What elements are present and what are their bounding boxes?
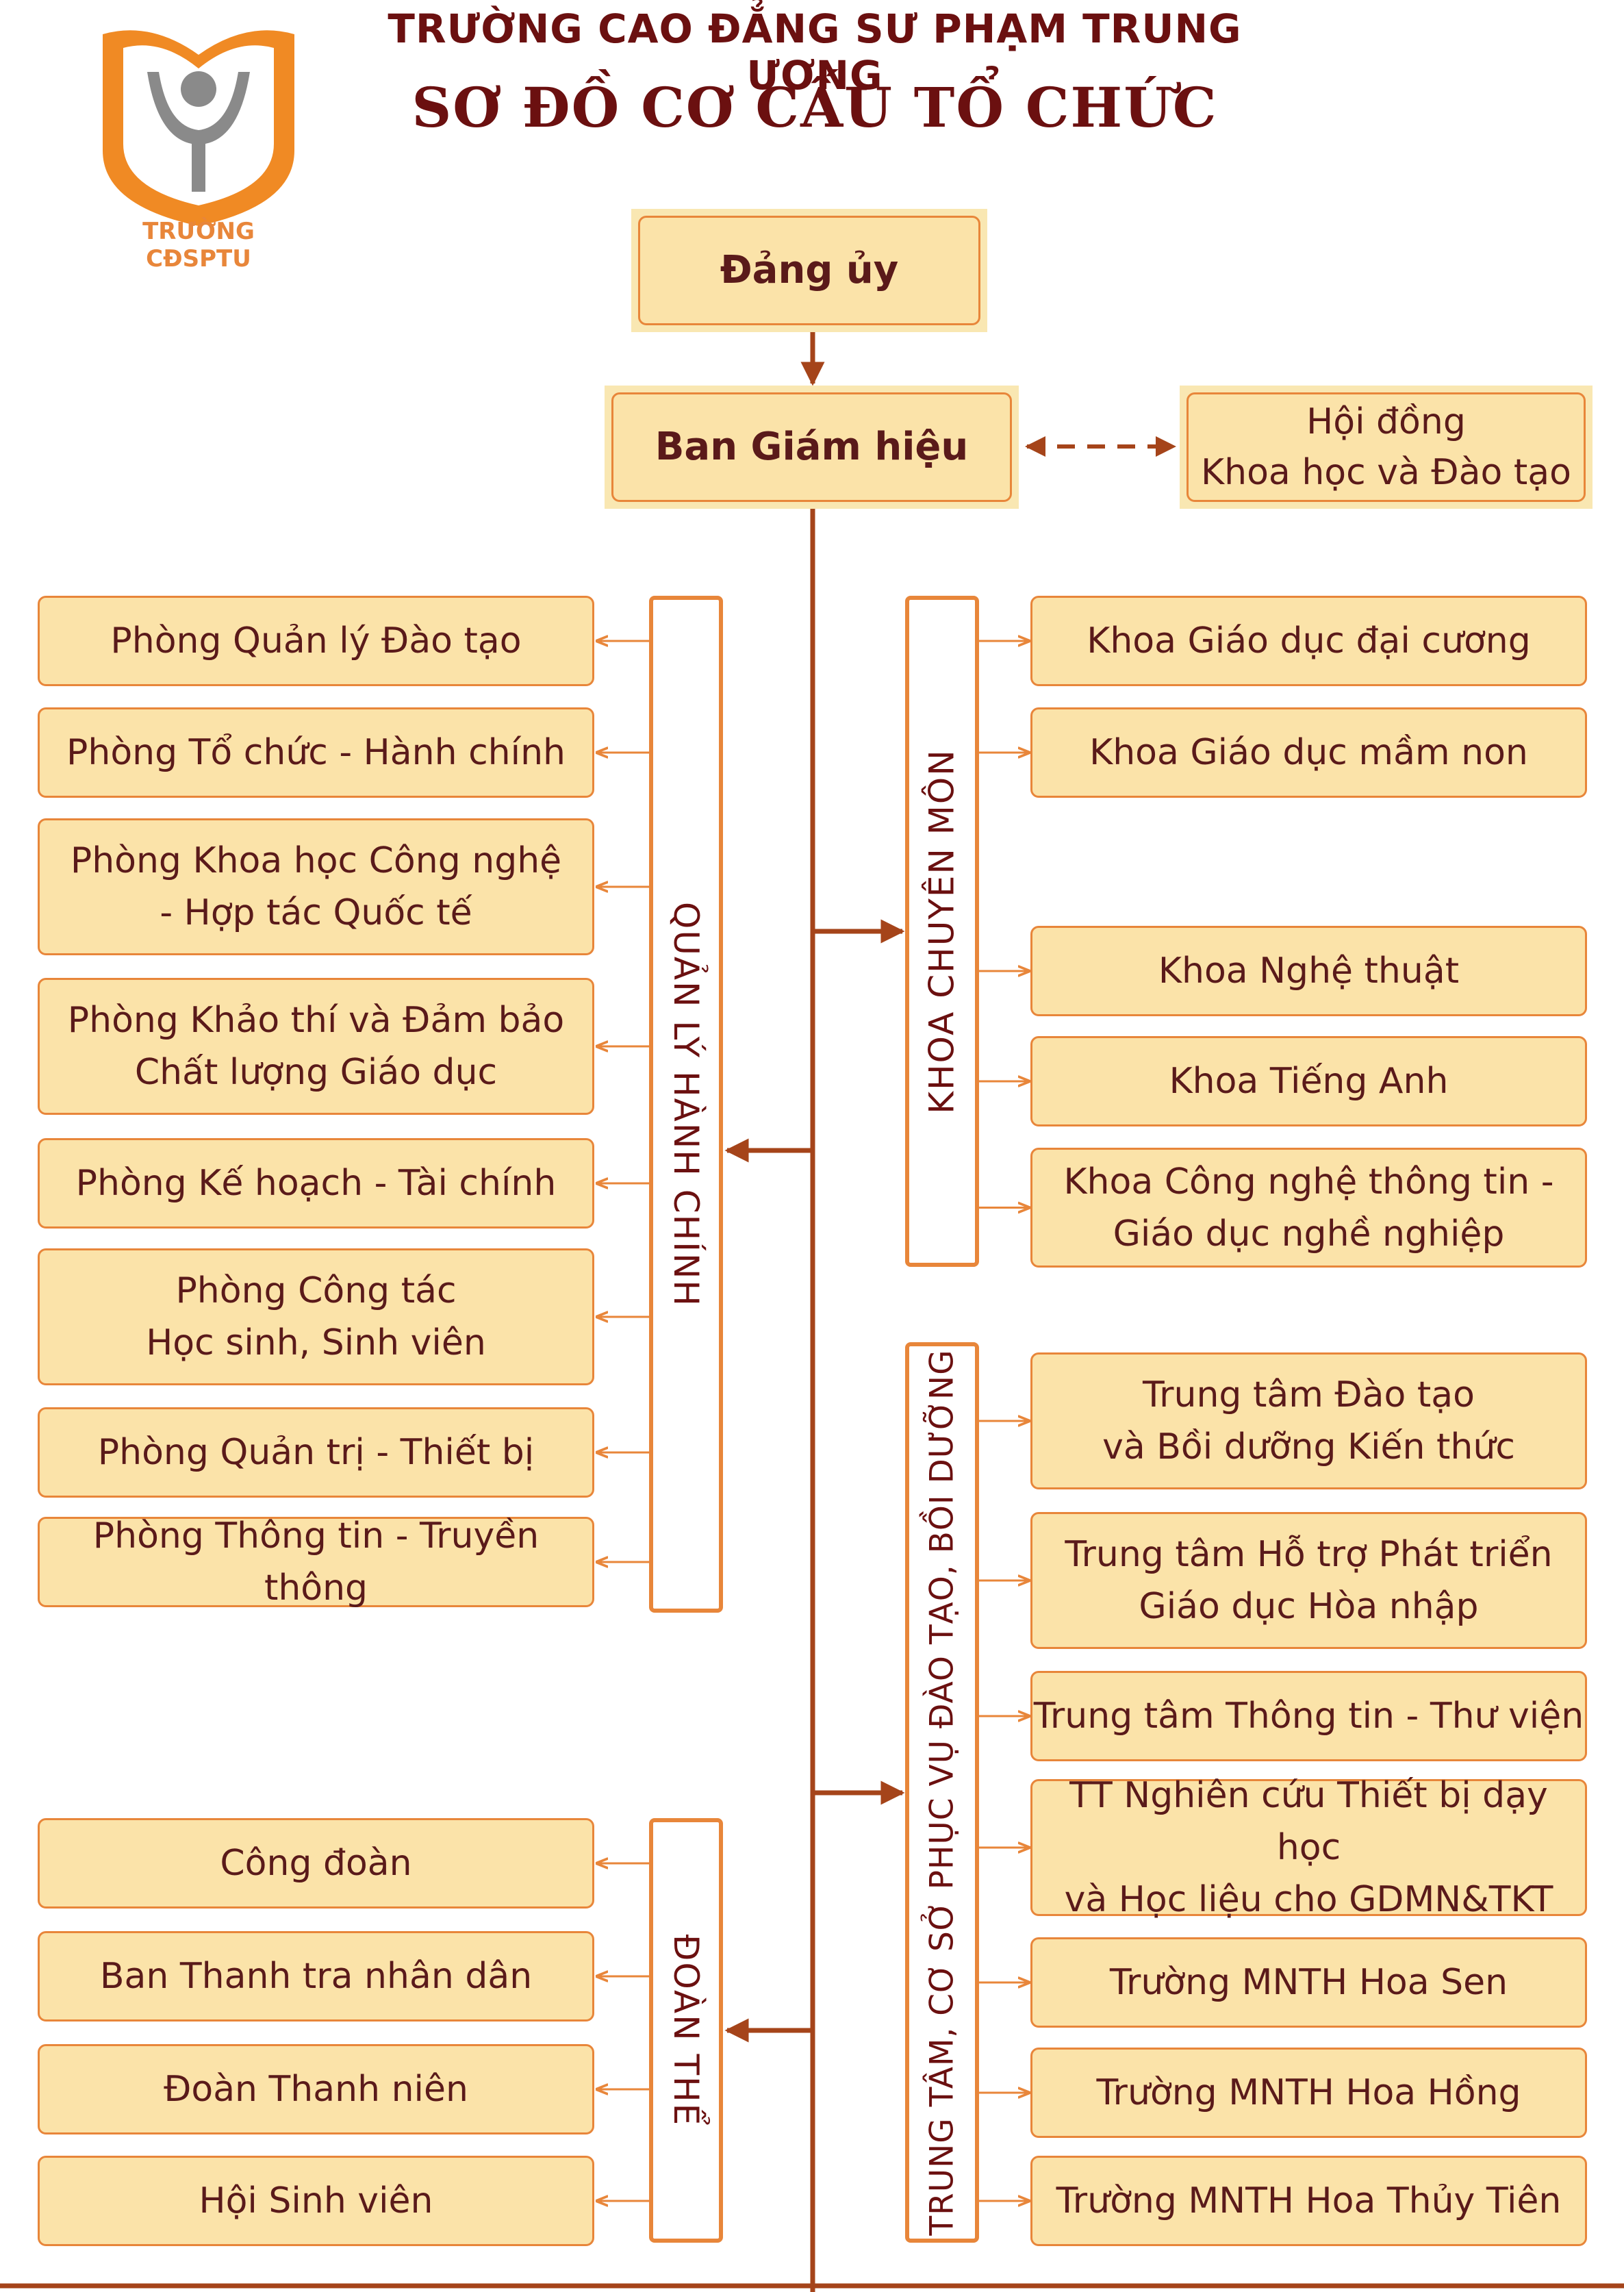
party-label: Đảng ủy	[720, 248, 899, 292]
union-unit-box: Công đoàn	[38, 1818, 594, 1909]
faculty-unit-label: Khoa Giáo dục đại cương	[1087, 620, 1531, 662]
centers-group-label: TRUNG TÂM, CƠ SỞ PHỤC VỤ ĐÀO TẠO, BỒI DƯ…	[923, 1349, 961, 2236]
union-unit-label: Ban Thanh tra nhân dân	[99, 1956, 533, 1997]
faculty-group-bracket: KHOA CHUYÊN MÔN	[905, 596, 979, 1267]
faculty-unit-box: Khoa Nghệ thuật	[1030, 926, 1587, 1016]
school-name: TRƯỜNG CAO ĐẲNG SƯ PHẠM TRUNG ƯƠNG	[388, 5, 1242, 99]
faculty-unit-label: Khoa Công nghệ thông tin - Giáo dục nghề…	[1063, 1161, 1554, 1255]
faculty-unit-box: Khoa Công nghệ thông tin - Giáo dục nghề…	[1030, 1148, 1587, 1268]
centers-group-bracket: TRUNG TÂM, CƠ SỞ PHỤC VỤ ĐÀO TẠO, BỒI DƯ…	[905, 1342, 979, 2243]
faculty-unit-box: Khoa Giáo dục mầm non	[1030, 707, 1587, 798]
faculty-unit-label: Khoa Tiếng Anh	[1169, 1061, 1449, 1102]
center-unit-label: Trường MNTH Hoa Hồng	[1096, 2072, 1521, 2113]
council-box: Hội đồng Khoa học và Đào tạo	[1187, 392, 1586, 502]
center-unit-label: Trung tâm Hỗ trợ Phát triển Giáo dục Hòa…	[1065, 1534, 1553, 1627]
admin-unit-label: Phòng Khoa học Công nghệ - Hợp tác Quốc …	[70, 840, 562, 933]
logo-caption: TRƯỜNG CĐSPTU	[142, 218, 255, 273]
admin-unit-box: Phòng Tổ chức - Hành chính	[38, 707, 594, 798]
center-unit-label: Trường MNTH Hoa Thủy Tiên	[1056, 2180, 1562, 2221]
admin-unit-box: Phòng Công tác Học sinh, Sinh viên	[38, 1248, 594, 1385]
center-unit-box: TT Nghiên cứu Thiết bị dạy học và Học li…	[1030, 1775, 1587, 1920]
council-box-wrap: Hội đồng Khoa học và Đào tạo	[1180, 386, 1593, 509]
admin-unit-box: Phòng Quản trị - Thiết bị	[38, 1407, 594, 1498]
center-unit-label: Trung tâm Thông tin - Thư viện	[1033, 1696, 1584, 1737]
union-unit-box: Ban Thanh tra nhân dân	[38, 1931, 594, 2022]
admin-unit-label: Phòng Quản lý Đào tạo	[110, 620, 522, 662]
faculty-unit-label: Khoa Giáo dục mầm non	[1089, 732, 1528, 773]
admin-unit-label: Phòng Công tác Học sinh, Sinh viên	[146, 1270, 486, 1363]
faculty-group-label: KHOA CHUYÊN MÔN	[922, 748, 962, 1114]
faculty-unit-box: Khoa Tiếng Anh	[1030, 1036, 1587, 1126]
admin-group-bracket: QUẢN LÝ HÀNH CHÍNH	[649, 596, 723, 1613]
unions-group-label: ĐOÀN THỂ	[666, 1934, 707, 2127]
center-unit-box: Trung tâm Đào tạo và Bồi dưỡng Kiến thức	[1030, 1352, 1587, 1489]
center-unit-box: Trung tâm Hỗ trợ Phát triển Giáo dục Hòa…	[1030, 1512, 1587, 1649]
admin-group-label: QUẢN LÝ HÀNH CHÍNH	[666, 901, 706, 1307]
admin-unit-box: Phòng Quản lý Đào tạo	[38, 596, 594, 686]
school-logo-icon	[103, 30, 294, 227]
union-unit-label: Công đoàn	[220, 1843, 412, 1884]
center-unit-label: TT Nghiên cứu Thiết bị dạy học và Học li…	[1064, 1775, 1553, 1920]
admin-unit-label: Phòng Quản trị - Thiết bị	[97, 1432, 535, 1473]
admin-unit-label: Phòng Khảo thí và Đảm bảo Chất lượng Giá…	[67, 1000, 565, 1093]
unit-arrows	[597, 641, 1029, 2201]
center-unit-box: Trung tâm Thông tin - Thư viện	[1030, 1671, 1587, 1761]
faculty-unit-label: Khoa Nghệ thuật	[1158, 950, 1460, 992]
admin-unit-label: Phòng Thông tin - Truyền thông	[92, 1515, 540, 1609]
admin-unit-box: Phòng Khoa học Công nghệ - Hợp tác Quốc …	[38, 818, 594, 955]
admin-unit-label: Phòng Tổ chức - Hành chính	[66, 732, 566, 773]
center-unit-label: Trường MNTH Hoa Sen	[1109, 1962, 1508, 2003]
party-box: Đảng ủy	[638, 216, 980, 325]
unions-group-bracket: ĐOÀN THỂ	[649, 1818, 723, 2243]
council-label: Hội đồng Khoa học và Đào tạo	[1201, 401, 1571, 493]
party-box-wrap: Đảng ủy	[631, 209, 987, 332]
union-unit-box: Đoàn Thanh niên	[38, 2044, 594, 2134]
admin-unit-box: Phòng Kế hoạch - Tài chính	[38, 1138, 594, 1229]
board-label: Ban Giám hiệu	[655, 425, 969, 469]
union-unit-box: Hội Sinh viên	[38, 2156, 594, 2246]
center-unit-label: Trung tâm Đào tạo và Bồi dưỡng Kiến thức	[1102, 1374, 1515, 1468]
board-box-wrap: Ban Giám hiệu	[605, 386, 1019, 509]
union-unit-label: Hội Sinh viên	[199, 2180, 433, 2221]
admin-unit-label: Phòng Kế hoạch - Tài chính	[75, 1163, 557, 1204]
center-unit-box: Trường MNTH Hoa Thủy Tiên	[1030, 2156, 1587, 2246]
board-box: Ban Giám hiệu	[611, 392, 1012, 502]
center-unit-box: Trường MNTH Hoa Sen	[1030, 1937, 1587, 2028]
admin-unit-box: Phòng Khảo thí và Đảm bảo Chất lượng Giá…	[38, 978, 594, 1115]
faculty-unit-box: Khoa Giáo dục đại cương	[1030, 596, 1587, 686]
center-unit-box: Trường MNTH Hoa Hồng	[1030, 2048, 1587, 2138]
admin-unit-box: Phòng Thông tin - Truyền thông	[38, 1515, 594, 1609]
union-unit-label: Đoàn Thanh niên	[164, 2069, 468, 2110]
page-title: SƠ ĐỒ CƠ CẤU TỔ CHỨC	[411, 75, 1218, 140]
